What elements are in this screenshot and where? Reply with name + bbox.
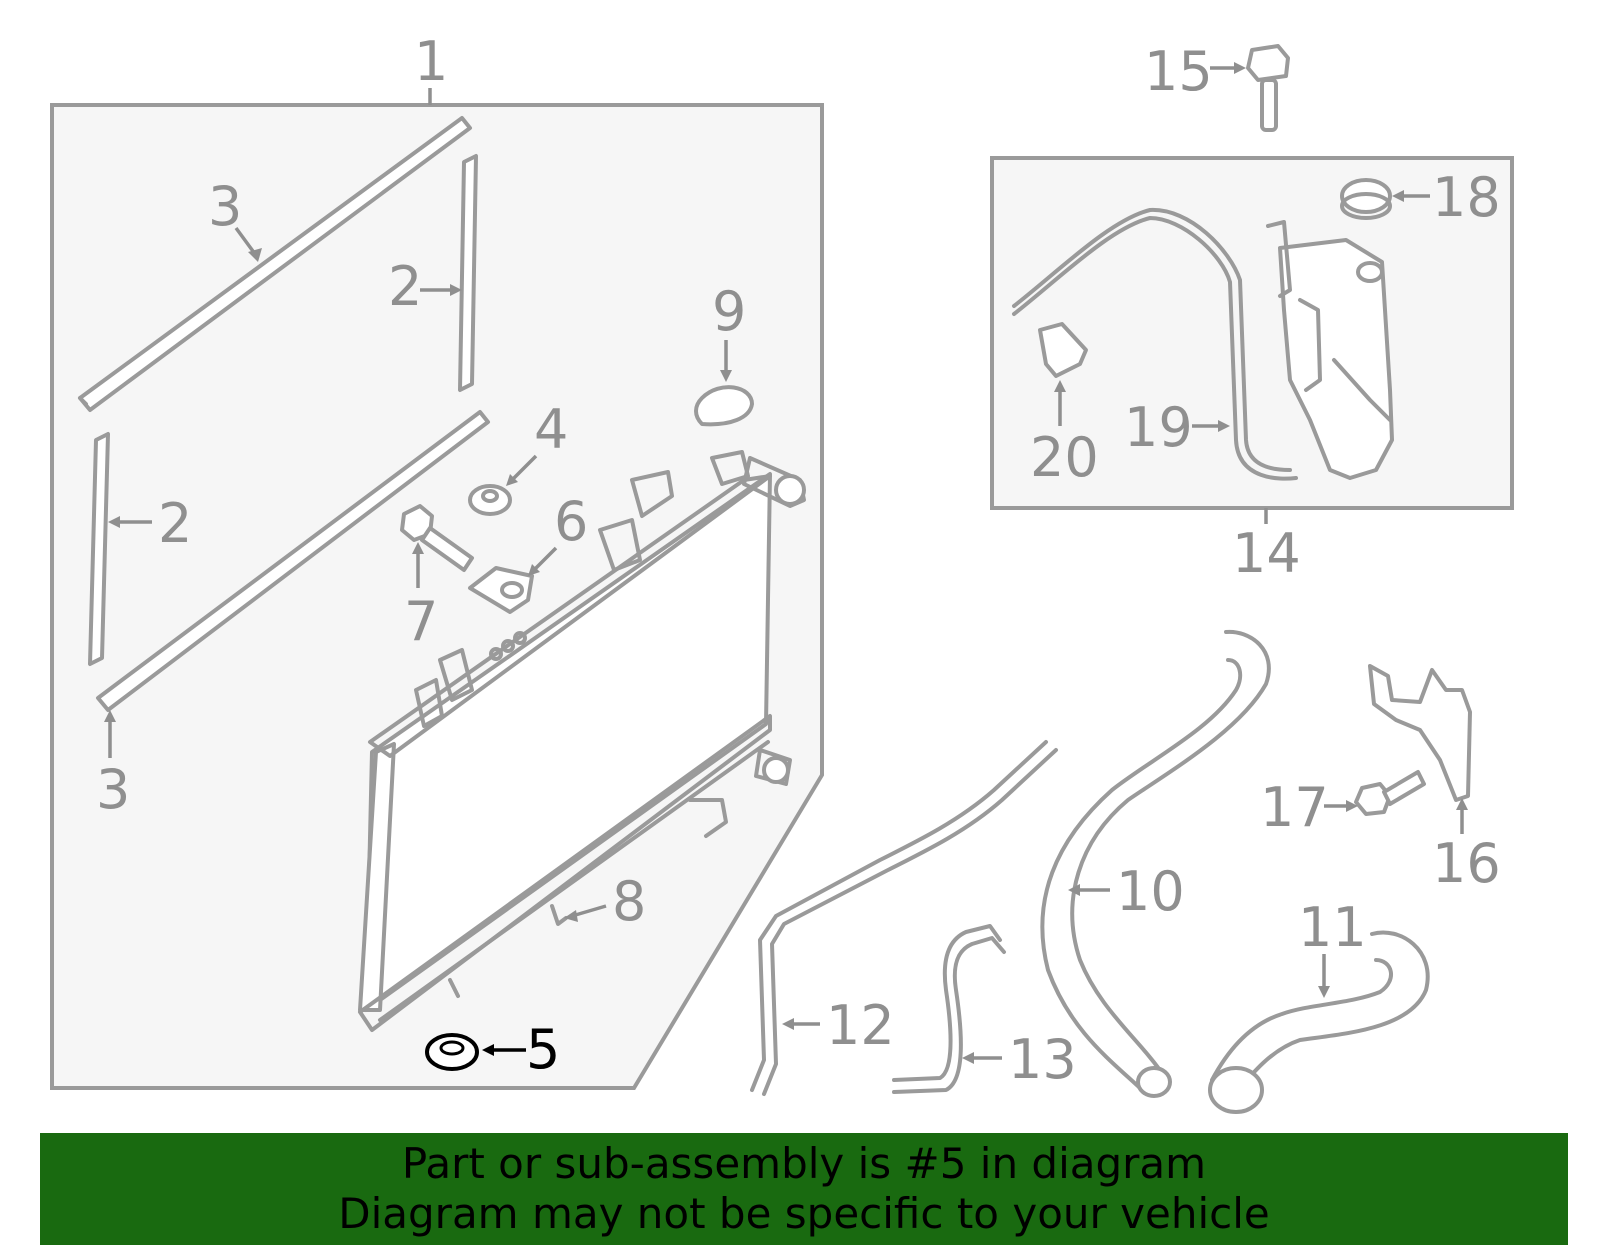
hose-13[interactable]: [892, 924, 1006, 1094]
arrowhead-3-lower: [104, 710, 116, 722]
side-seal-left[interactable]: [88, 432, 110, 666]
arrowhead-16: [1456, 798, 1468, 810]
seal-strip-upper[interactable]: [78, 116, 472, 412]
info-banner: Part or sub-assembly is #5 in diagram Di…: [40, 1133, 1568, 1245]
grommet-4[interactable]: [468, 484, 512, 516]
arrowhead-15: [1234, 62, 1246, 74]
callout-15[interactable]: 15: [1144, 40, 1213, 103]
arrowhead-17: [1346, 800, 1358, 812]
leader-6: [532, 546, 558, 572]
coolant-reservoir[interactable]: [1266, 220, 1394, 480]
arrowhead-4: [506, 474, 518, 486]
callout-20[interactable]: 20: [1030, 426, 1099, 489]
lower-hose-11[interactable]: [1208, 930, 1430, 1114]
callout-14[interactable]: 14: [1232, 522, 1301, 585]
arrowhead-18: [1392, 190, 1404, 202]
reservoir-hose-19[interactable]: [1012, 207, 1298, 481]
callout-18[interactable]: 18: [1432, 166, 1501, 229]
leader-4: [510, 454, 538, 482]
arrowhead-2-right: [450, 284, 462, 296]
arrowhead-2-left: [108, 516, 120, 528]
pipe-12[interactable]: [750, 740, 1058, 1096]
bolt-15[interactable]: [1246, 44, 1290, 132]
callout-1[interactable]: 1: [414, 30, 448, 93]
callout-6[interactable]: 6: [554, 490, 588, 553]
reservoir-assembly-panel: [990, 156, 1514, 510]
mount-bushing-5[interactable]: [425, 1033, 479, 1071]
banner-line-1: Part or sub-assembly is #5 in diagram: [401, 1139, 1207, 1188]
callout-3-lower[interactable]: 3: [96, 758, 130, 821]
seal-strip-lower[interactable]: [96, 410, 490, 712]
radiator-core[interactable]: [358, 450, 806, 1032]
upper-hose-10[interactable]: [1040, 629, 1271, 1098]
callout-13[interactable]: 13: [1008, 1028, 1077, 1091]
radiator-cap[interactable]: [694, 385, 754, 427]
callout-3-upper[interactable]: 3: [208, 175, 242, 238]
callout-11[interactable]: 11: [1298, 896, 1367, 959]
bracket-16[interactable]: [1368, 664, 1472, 802]
leader-8: [571, 904, 607, 918]
arrowhead-7: [412, 542, 424, 554]
arrowhead-13: [962, 1052, 974, 1064]
arrowhead-9: [720, 370, 732, 382]
arrowhead-20: [1054, 380, 1066, 392]
side-seal-right[interactable]: [458, 154, 478, 392]
arrowhead-5: [482, 1044, 494, 1056]
arrowhead-10: [1068, 884, 1080, 896]
callout-4[interactable]: 4: [534, 398, 568, 461]
callout-16[interactable]: 16: [1432, 832, 1501, 895]
callout-12[interactable]: 12: [826, 994, 895, 1057]
banner-line-2: Diagram may not be specific to your vehi…: [338, 1189, 1270, 1238]
callout-7[interactable]: 7: [404, 590, 438, 653]
callout-10[interactable]: 10: [1116, 860, 1185, 923]
arrowhead-3-upper: [248, 248, 262, 262]
callout-2-left[interactable]: 2: [158, 492, 192, 555]
callout-5[interactable]: 5: [526, 1018, 560, 1081]
arrowhead-6: [528, 564, 540, 576]
callout-19[interactable]: 19: [1124, 396, 1193, 459]
reservoir-cap-18[interactable]: [1340, 178, 1392, 220]
arrowhead-11: [1318, 986, 1330, 998]
callout-17[interactable]: 17: [1260, 776, 1329, 839]
bracket-6[interactable]: [468, 566, 534, 614]
arrowhead-12: [782, 1018, 794, 1030]
bolt-7[interactable]: [400, 504, 474, 572]
bolt-17[interactable]: [1354, 770, 1426, 816]
callout-9[interactable]: 9: [712, 280, 746, 343]
arrowhead-8: [564, 910, 578, 922]
callout-8[interactable]: 8: [612, 870, 646, 933]
clip-20[interactable]: [1038, 322, 1088, 378]
arrowhead-19: [1218, 420, 1230, 432]
callout-2-right[interactable]: 2: [388, 255, 422, 318]
